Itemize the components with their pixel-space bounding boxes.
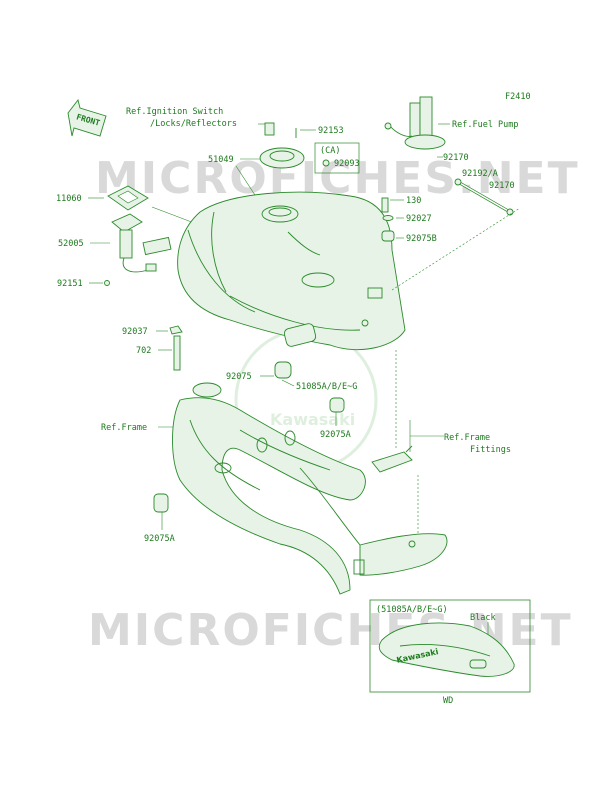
fuel-cap (259, 147, 305, 169)
inset-box (369, 599, 531, 693)
part-52005: 52005 (58, 239, 84, 249)
part-51085: 51085A/B/E~G (296, 382, 357, 392)
fuel-pump (384, 96, 446, 150)
fuel-tank (177, 191, 406, 351)
ref-ignition-label-2: /Locks/Reflectors (150, 119, 237, 129)
inset-model: WD (443, 696, 453, 706)
ca-label: (CA) (320, 146, 340, 156)
part-92192: 92192/A (462, 169, 498, 179)
part-130: 130 (406, 196, 421, 206)
part-92027: 92027 (406, 214, 432, 224)
part-92075A-left: 92075A (144, 534, 175, 544)
part-51049: 51049 (208, 155, 234, 165)
tank-cover-inset: Kawasaki (378, 622, 515, 677)
inset-color: Black (470, 613, 496, 623)
ref-ignition-label: Ref.Ignition Switch (126, 107, 223, 117)
ref-frame: Ref.Frame (101, 423, 147, 433)
part-92153: 92153 (318, 126, 344, 136)
part-92151: 92151 (57, 279, 83, 289)
part-92075B: 92075B (406, 234, 437, 244)
part-92093: 92093 (334, 159, 360, 169)
inset-label: (51085A/B/E~G) (376, 605, 448, 615)
ref-frame-fittings: Ref.Frame (444, 433, 490, 443)
figure-code: F2410 (505, 92, 531, 102)
ref-frame-fittings-2: Fittings (470, 445, 511, 455)
frame (172, 382, 448, 595)
part-92075A-right: 92075A (320, 430, 351, 440)
svg-text:Kawasaki: Kawasaki (270, 410, 355, 429)
frame-fitting-bracket (371, 445, 413, 473)
bolt-part-icon (264, 122, 275, 136)
fuel-level-sensor (111, 213, 172, 273)
part-92075: 92075 (226, 372, 252, 382)
part-92170-a: 92170 (443, 153, 469, 163)
part-92037: 92037 (122, 327, 148, 337)
part-702: 702 (136, 346, 151, 356)
ca-box (314, 142, 360, 174)
front-arrow-icon: FRONT (67, 98, 107, 137)
part-11060: 11060 (56, 194, 82, 204)
ref-fuel-pump: Ref.Fuel Pump (452, 120, 519, 130)
part-92170-b: 92170 (489, 181, 515, 191)
drain-hose (173, 335, 181, 371)
